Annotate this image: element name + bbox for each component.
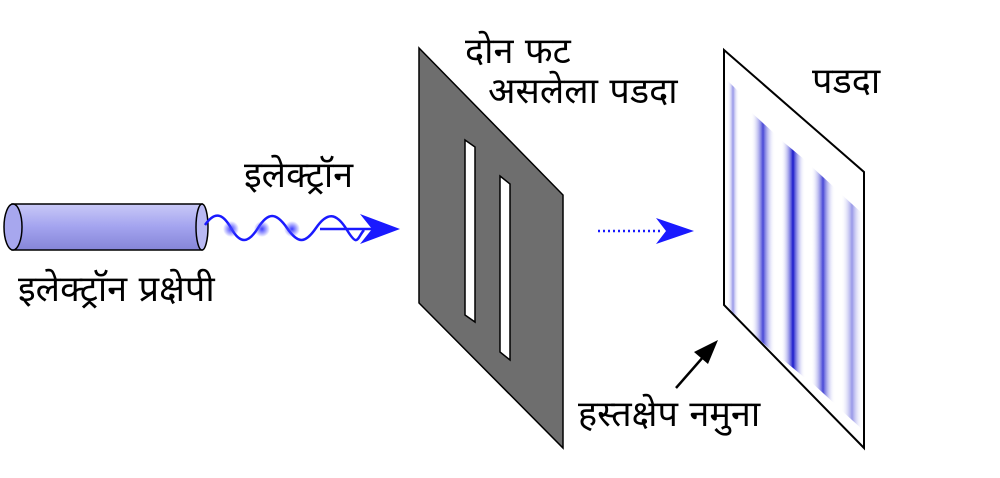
arrow-icon [598, 218, 694, 244]
screen-label: पडदा [812, 61, 881, 102]
electron-gun-icon [3, 203, 209, 251]
electron-gun-label: इलेक्ट्रॉन प्रक्षेपी [18, 269, 215, 310]
slit-plate-icon [418, 46, 564, 450]
pointer-arrow-icon [675, 340, 718, 389]
screen-icon [723, 47, 865, 451]
double-slit-label-line1: दोन फट [465, 31, 571, 72]
slit-lower [499, 174, 511, 362]
wave-icon [203, 214, 400, 244]
electron-label: इलेक्ट्रॉन [244, 155, 354, 196]
double-slit-label-line2: असलेला पडदा [488, 71, 678, 112]
slit-upper [464, 138, 476, 324]
interference-pattern-label: हस्तक्षेप नमुना [578, 394, 761, 435]
